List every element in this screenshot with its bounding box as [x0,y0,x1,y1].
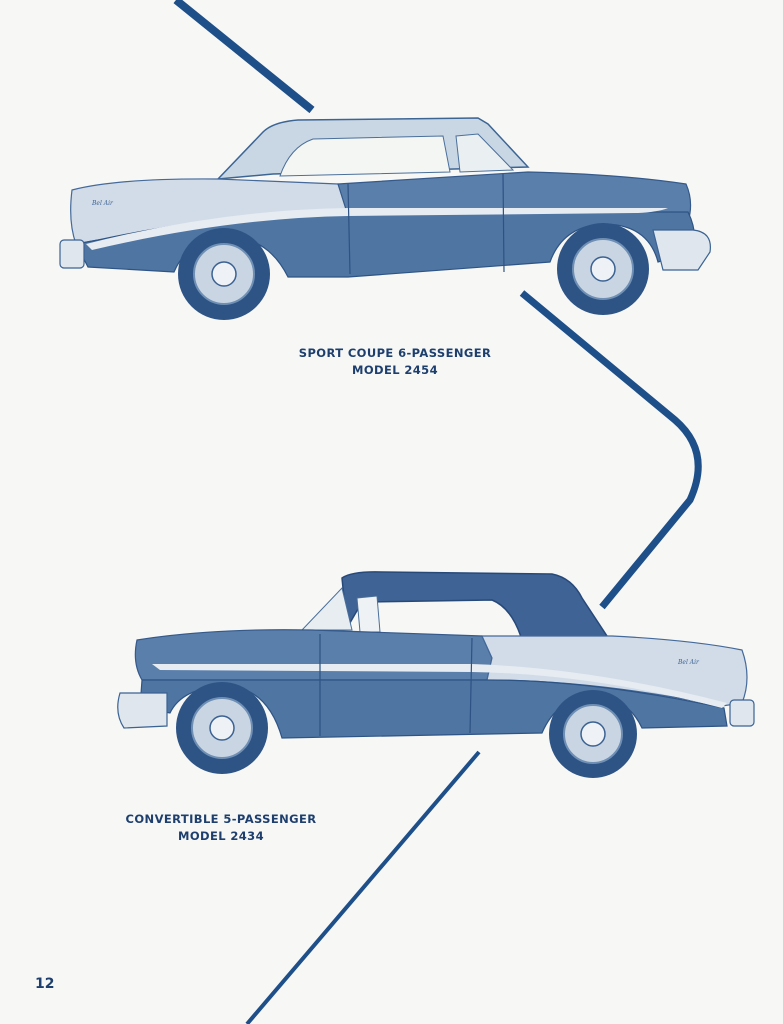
bel-air-script-badge: Bel Air [677,659,700,666]
car-model: MODEL 2454 [352,363,438,377]
convertible-caption: CONVERTIBLE 5-PASSENGER MODEL 2434 [105,811,337,845]
car-name: CONVERTIBLE 5-PASSENGER [125,812,317,826]
sport-coupe-illustration: Bel Air [59,117,711,320]
bel-air-script-badge: Bel Air [91,200,114,207]
car-name: SPORT COUPE 6-PASSENGER [298,346,492,360]
sport-coupe-caption: SPORT COUPE 6-PASSENGER MODEL 2454 [280,345,510,379]
page-number: 12 [35,976,55,992]
convertible-illustration: Bel Air [117,571,755,778]
car-model: MODEL 2434 [178,829,264,843]
